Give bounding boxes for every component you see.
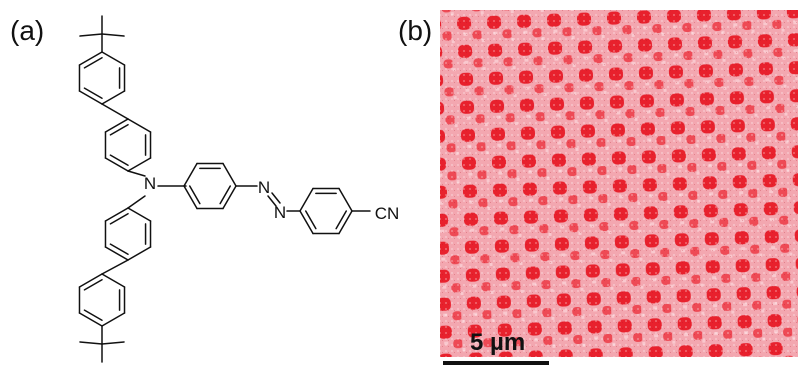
ring-central-double-bond: [188, 185, 201, 205]
ring-terminal-bond: [299, 210, 314, 235]
biphenyl-bond-upper: [101, 103, 129, 120]
ring-terminal-double-bond: [335, 210, 348, 230]
ring-upper-inner-bond: [104, 118, 129, 133]
ring-lower-outer-bond: [78, 312, 103, 327]
atom-label-nitrile: CN: [375, 204, 400, 223]
ring-central-bond: [183, 162, 198, 187]
ring-terminal-bond: [299, 187, 314, 212]
ring-lower-outer-double-bond: [83, 309, 103, 322]
ring-central-bond: [183, 185, 198, 210]
scale-bar-label: 5 µm: [470, 329, 525, 356]
ring-upper-outer-bond: [101, 51, 126, 66]
ring-lower-inner-double-bond: [109, 212, 129, 225]
tert-butyl-upper-methyl: [101, 33, 125, 37]
ring-lower-outer-bond: [78, 273, 103, 288]
molecule-structure: [78, 15, 371, 363]
ring-upper-inner-bond: [104, 157, 129, 172]
amine-bond-upper: [127, 170, 146, 177]
atom-label-azo-n1: N: [258, 178, 270, 197]
ring-lower-inner-bond: [127, 207, 152, 222]
ring-upper-inner-double-bond: [109, 154, 129, 167]
scale-bar: [443, 361, 549, 365]
ring-upper-outer-double-bond: [83, 87, 103, 100]
ring-lower-outer-bond: [101, 273, 126, 288]
ring-lower-outer-bond: [101, 312, 126, 327]
ring-upper-outer-bond: [78, 90, 103, 105]
azo-double-bond: [271, 192, 281, 204]
ring-upper-outer-bond: [101, 90, 126, 105]
ring-lower-inner-bond: [104, 207, 129, 222]
ring-terminal-double-bond: [304, 210, 317, 230]
ring-upper-outer-double-bond: [83, 56, 103, 69]
panel-label-b: (b): [398, 15, 432, 46]
tert-butyl-lower-methyl: [101, 341, 125, 345]
ring-central-bond: [222, 185, 237, 210]
panel-b: (b) 5 µm: [398, 10, 798, 365]
ring-terminal-bond: [338, 210, 353, 235]
ring-lower-outer-double-bond: [83, 278, 103, 291]
panel-label-a: (a): [10, 15, 44, 46]
ring-central-double-bond: [219, 185, 232, 205]
azo-double-bond: [267, 195, 277, 207]
ring-terminal-bond: [338, 187, 353, 212]
ring-lower-inner-bond: [104, 246, 129, 261]
ring-lower-inner-double-bond: [109, 243, 129, 256]
tert-butyl-lower-methyl: [79, 341, 103, 345]
atom-label-azo-n2: N: [274, 203, 286, 222]
ring-central-bond: [222, 162, 237, 187]
biphenyl-bond-lower: [101, 259, 129, 275]
ring-upper-outer-bond: [78, 51, 103, 66]
ring-upper-inner-double-bond: [109, 123, 129, 136]
panel-a: (a) N N N CN: [10, 15, 400, 363]
micrograph-noise: [440, 10, 798, 357]
atom-label-amine-n: N: [144, 174, 156, 193]
ring-upper-inner-bond: [127, 118, 152, 133]
ring-lower-inner-bond: [127, 246, 152, 261]
amine-bond-lower: [127, 195, 146, 209]
ring-upper-inner-bond: [127, 157, 152, 172]
tert-butyl-upper-methyl: [79, 33, 103, 37]
